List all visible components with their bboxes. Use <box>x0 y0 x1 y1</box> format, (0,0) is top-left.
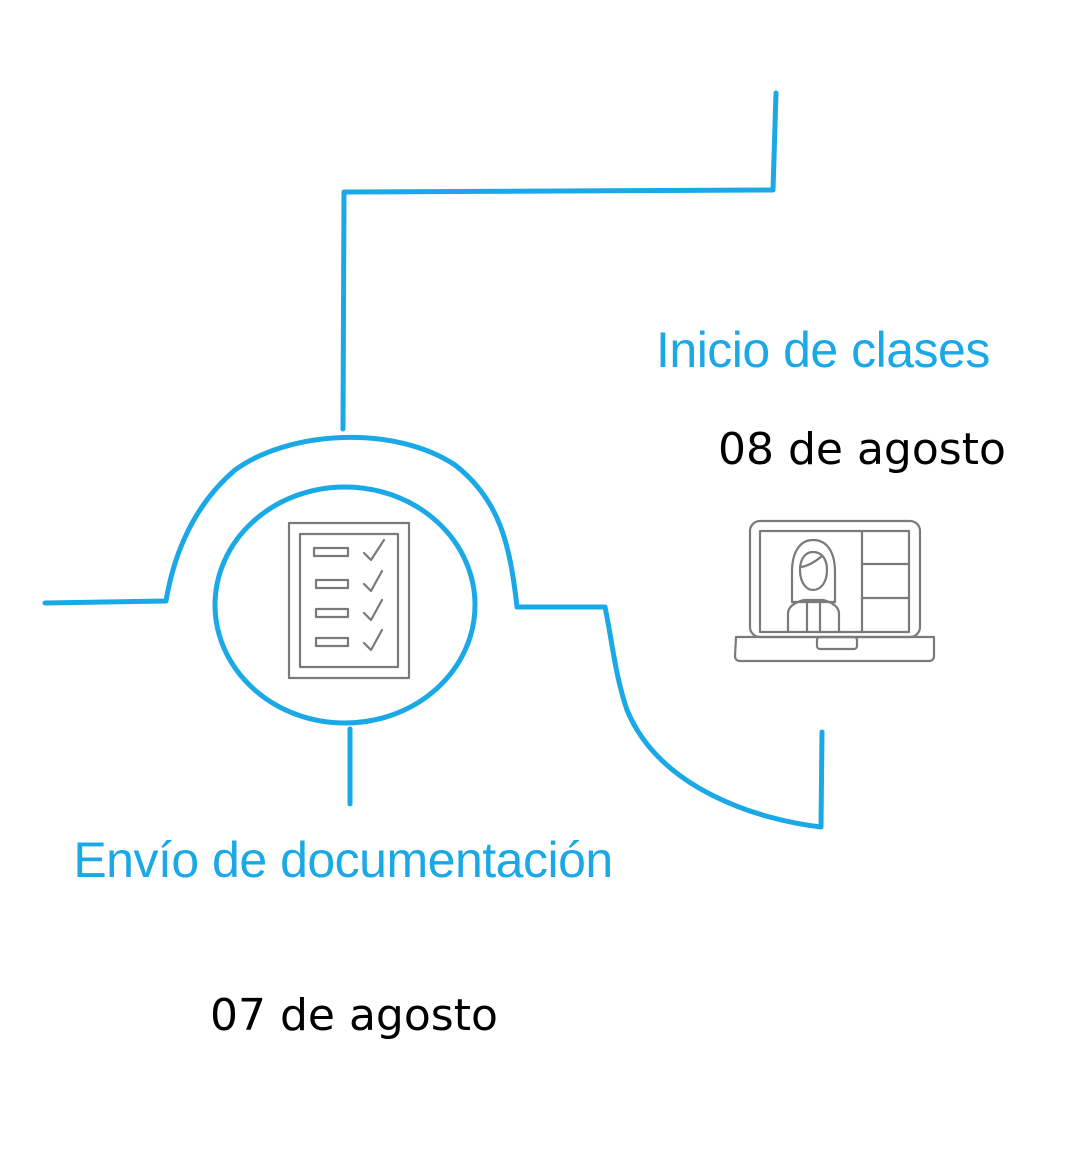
timeline-path <box>42 90 825 830</box>
laptop-video-call-icon <box>733 519 936 663</box>
timeline-path-top-segment <box>340 90 779 432</box>
envio-node-circle <box>212 484 478 726</box>
step-title-envio: Envío de documentación <box>73 832 613 888</box>
step-title-inicio: Inicio de clases <box>656 322 990 378</box>
step-date-envio: 07 de agosto <box>210 990 498 1041</box>
checklist-icon <box>287 521 411 680</box>
step-date-inicio: 08 de agosto <box>718 424 1006 475</box>
timeline-path-left-segment <box>42 435 825 830</box>
